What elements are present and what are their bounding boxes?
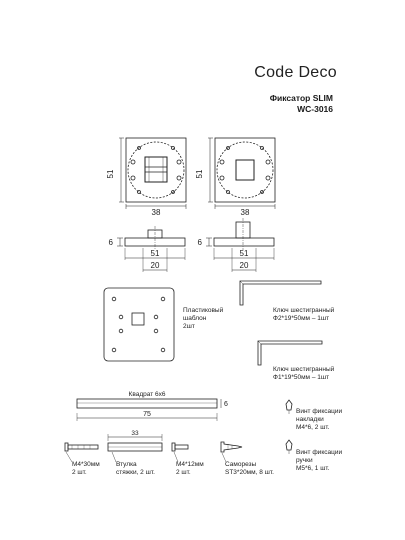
sleeve-label: Втулка стяжки, 2 шт. bbox=[116, 461, 155, 477]
screw-m5x6-drawing bbox=[285, 439, 293, 454]
plate-left bbox=[119, 137, 187, 209]
hex-key-2-label: Ключ шестигранный Ф1*19*50мм – 1шт bbox=[273, 366, 334, 382]
screw-m4x6-line-3: М4*6, 2 шт. bbox=[296, 424, 330, 431]
screw-m5x6-line-2: ручки bbox=[296, 457, 313, 464]
product-name: Фиксатор SLIM bbox=[269, 93, 333, 103]
hex-key-2-line-2: Ф1*19*50мм – 1шт bbox=[273, 374, 330, 381]
sleeve-line-1: Втулка bbox=[116, 461, 137, 468]
self-tapping-screw-line-2: ST3*20мм, 8 шт. bbox=[225, 469, 274, 476]
screw-m4x6-line-1: Винт фиксации bbox=[296, 408, 343, 415]
side-view-left bbox=[117, 226, 186, 272]
template-label-line-3: 2шт bbox=[183, 323, 195, 330]
template-label-line-2: шаблон bbox=[183, 315, 207, 322]
self-tapping-screw-line-1: Саморезы bbox=[225, 461, 257, 468]
hex-key-2-drawing bbox=[257, 340, 323, 366]
self-tapping-screw-drawing bbox=[220, 441, 243, 463]
screw-m4x6-label: Винт фиксации накладки М4*6, 2 шт. bbox=[296, 408, 342, 432]
square-bar-length-dim: 75 bbox=[143, 411, 151, 418]
square-bar-thickness-dim: 6 bbox=[224, 401, 228, 408]
template-label-line-1: Пластиковый bbox=[183, 307, 224, 314]
screw-m4x6-line-2: накладки bbox=[296, 416, 324, 423]
hex-key-1-line-1: Ключ шестигранный bbox=[273, 307, 335, 314]
plate-right-width-dim: 38 bbox=[241, 208, 250, 217]
side-left-thickness-dim: 6 bbox=[109, 238, 114, 247]
side-right-inner-dim: 20 bbox=[240, 261, 249, 270]
bolt-m4x12-line-2: 2 шт. bbox=[176, 469, 191, 476]
side-view-right bbox=[206, 218, 275, 272]
screw-m5x6-line-1: Винт фиксации bbox=[296, 449, 343, 456]
brand-logo-text: Code Deco bbox=[254, 64, 337, 81]
sleeve-line-2: стяжки, 2 шт. bbox=[116, 469, 155, 476]
screw-m5x6-label: Винт фиксации ручки М5*6, 1 шт. bbox=[296, 449, 342, 473]
screw-m5x6-line-3: М5*6, 1 шт. bbox=[296, 465, 330, 472]
sleeve-length-dim: 33 bbox=[131, 430, 139, 437]
side-right-width-dim: 51 bbox=[240, 249, 249, 258]
side-left-inner-dim: 20 bbox=[151, 261, 160, 270]
plate-left-width-dim: 38 bbox=[152, 208, 161, 217]
template-label: Пластиковый шаблон 2шт bbox=[183, 307, 223, 331]
screw-m4x6-drawing bbox=[285, 399, 293, 414]
bolt-m4x30-label: М4*30мм 2 шт. bbox=[72, 461, 100, 477]
hex-key-1-drawing bbox=[239, 280, 322, 306]
sleeve-drawing bbox=[107, 434, 163, 463]
square-bar-drawing bbox=[76, 398, 222, 421]
plate-left-height-dim: 51 bbox=[106, 169, 115, 178]
bolt-m4x12-drawing bbox=[171, 442, 189, 463]
bolt-m4x30-line-1: М4*30мм bbox=[72, 461, 100, 468]
bolt-m4x30-drawing bbox=[64, 442, 99, 463]
plate-right-height-dim: 51 bbox=[195, 169, 204, 178]
side-right-thickness-dim: 6 bbox=[198, 238, 203, 247]
plastic-template-drawing bbox=[103, 287, 175, 362]
bolt-m4x12-label: М4*12мм 2 шт. bbox=[176, 461, 204, 477]
hex-key-2-line-1: Ключ шестигранный bbox=[273, 366, 335, 373]
hex-key-1-label: Ключ шестигранный Ф2*19*50мм – 1шт bbox=[273, 307, 334, 323]
self-tapping-screw-label: Саморезы ST3*20мм, 8 шт. bbox=[225, 461, 274, 477]
side-left-width-dim: 51 bbox=[151, 249, 160, 258]
hex-key-1-line-2: Ф2*19*50мм – 1шт bbox=[273, 315, 330, 322]
plate-right bbox=[208, 137, 276, 209]
bolt-m4x30-line-2: 2 шт. bbox=[72, 469, 87, 476]
bolt-m4x12-line-1: М4*12мм bbox=[176, 461, 204, 468]
square-bar-title: Квадрат 6х6 bbox=[129, 391, 166, 398]
product-model: WC-3016 bbox=[297, 104, 333, 114]
